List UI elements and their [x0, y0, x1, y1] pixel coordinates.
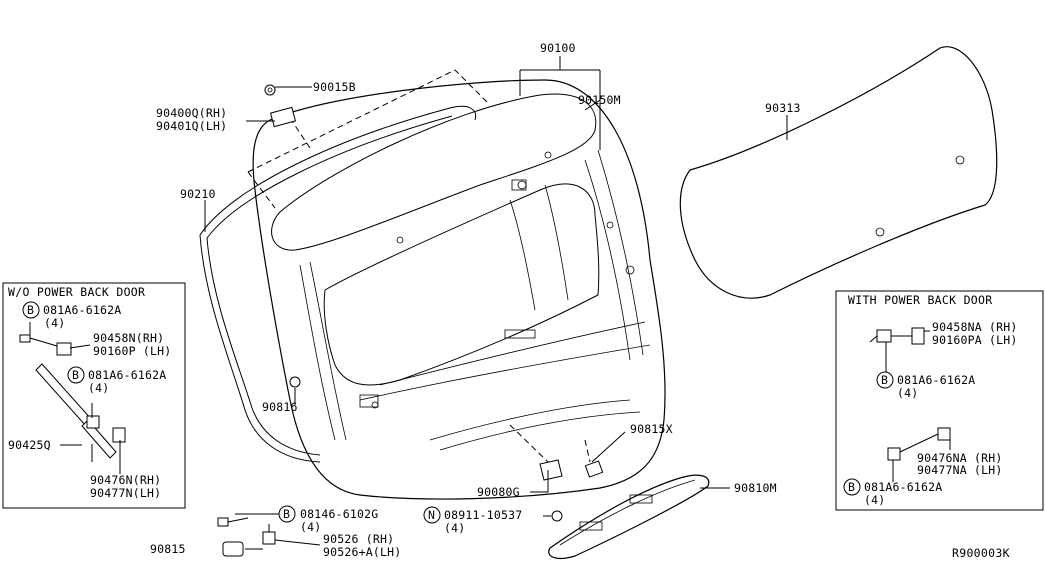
callout-90210: 90210 — [180, 187, 216, 201]
callout-90526A: 90526+A(LH) — [323, 545, 401, 559]
callout-90815X: 90815X — [630, 422, 673, 436]
weatherstrip-seal — [199, 105, 477, 463]
callout-08911: 08911-10537 — [444, 508, 522, 522]
back-door-glass — [679, 46, 998, 299]
inset-right-title: WITH POWER BACK DOOR — [848, 293, 992, 307]
callout-081A6-left-a: 081A6-6162A — [43, 303, 121, 317]
callout-90160P: 90160P (LH) — [93, 344, 171, 358]
callout-90015B: 90015B — [313, 80, 356, 94]
callout-90477NA: 90477NA (LH) — [917, 463, 1002, 477]
bolt-symbols — [22, 301, 894, 524]
inset-right — [835, 290, 1044, 511]
callout-08146: 08146-6102G — [300, 507, 378, 521]
callout-081A6-right-a: 081A6-6162A — [897, 373, 975, 387]
back-door-panel — [252, 79, 666, 500]
callout-90526: 90526 (RH) — [323, 532, 394, 546]
nut-symbol-letter: N — [428, 508, 435, 522]
labels: B B B B B N 90100 90150M 90015B 90400Q(R… — [8, 41, 1017, 560]
callout-081A6-right-b-qty: (4) — [864, 493, 885, 507]
callout-90476NA: 90476NA (RH) — [917, 451, 1002, 465]
parts-small — [217, 84, 604, 557]
bolt-symbol-letter: B — [72, 368, 79, 382]
callout-90160PA: 90160PA (LH) — [932, 333, 1017, 347]
callout-081A6-right-b: 081A6-6162A — [864, 480, 942, 494]
callout-081A6-right-a-qty: (4) — [897, 386, 918, 400]
callout-90313: 90313 — [765, 101, 801, 115]
callout-90425Q: 90425Q — [8, 438, 51, 452]
inset-left — [2, 282, 186, 509]
back-door-finisher — [548, 474, 710, 560]
leader-lines — [204, 56, 788, 550]
callout-90476N: 90476N(RH) — [90, 473, 161, 487]
inset-left-title: W/O POWER BACK DOOR — [8, 285, 145, 299]
callout-90100: 90100 — [540, 41, 576, 55]
callout-081A6-left-b: 081A6-6162A — [88, 368, 166, 382]
callout-90815: 90815 — [150, 542, 186, 556]
callout-081A6-left-a-qty: (4) — [44, 316, 65, 330]
callout-90477N: 90477N(LH) — [90, 486, 161, 500]
callout-08911-qty: (4) — [444, 521, 465, 535]
bolt-symbol-letter: B — [27, 303, 34, 317]
diagram-id: R900003K — [952, 546, 1010, 560]
callout-90400Q: 90400Q(RH) — [156, 106, 227, 120]
bolt-symbol-letter: B — [283, 507, 290, 521]
callout-90816: 90816 — [262, 400, 298, 414]
callout-90810M: 90810M — [734, 481, 777, 495]
bolt-symbol-letter: B — [881, 373, 888, 387]
callout-90458NA: 90458NA (RH) — [932, 320, 1017, 334]
callout-081A6-left-b-qty: (4) — [88, 381, 109, 395]
callout-90458N: 90458N(RH) — [93, 331, 164, 345]
callout-90401Q: 90401Q(LH) — [156, 119, 227, 133]
callout-90150M: 90150M — [578, 93, 621, 107]
callout-90080G: 90080G — [477, 485, 520, 499]
bolt-symbol-letter: B — [848, 480, 855, 494]
callout-08146-qty: (4) — [300, 520, 321, 534]
